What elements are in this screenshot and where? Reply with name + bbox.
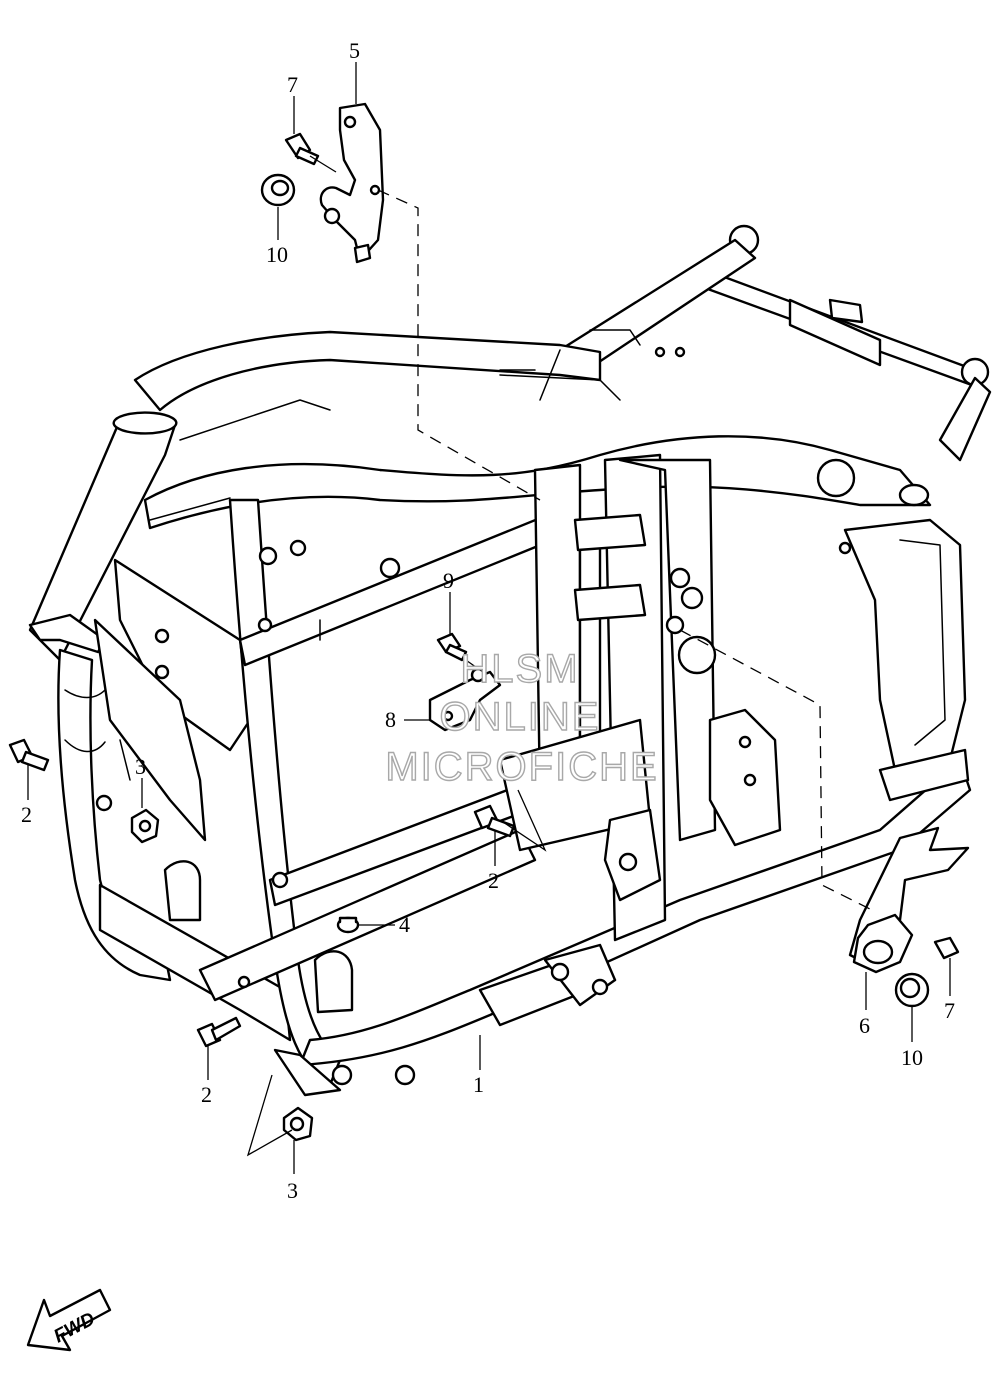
- callout-10-upper: 10: [266, 242, 288, 267]
- callout-3-left: 3: [135, 754, 146, 779]
- bracket-8: [428, 667, 502, 732]
- bolt-7-right: [933, 936, 960, 960]
- nut-3-lower: [282, 1106, 314, 1142]
- callout-4: 4: [399, 912, 410, 937]
- bracket-6: [848, 826, 970, 974]
- plug-4: [336, 916, 360, 934]
- callout-7-upper: 7: [287, 72, 298, 97]
- leader-lines: [27, 62, 951, 1174]
- watermark-line-2: ONLINE: [440, 695, 601, 739]
- nut-10-right: [894, 972, 930, 1008]
- callout-1: 1: [473, 1072, 484, 1097]
- callout-3-lower: 3: [287, 1178, 298, 1203]
- assembly-lines: [377, 189, 873, 911]
- callout-9: 9: [443, 568, 454, 593]
- callout-5: 5: [349, 38, 360, 63]
- bolt-9: [436, 632, 468, 662]
- callout-2-lower: 2: [201, 1082, 212, 1107]
- watermark-line-3: MICROFICHE: [385, 745, 658, 789]
- nut-10-upper: [260, 173, 296, 207]
- callout-6: 6: [859, 1013, 870, 1038]
- watermark: HLSM ONLINE MICROFICHE: [385, 646, 658, 789]
- callouts: 5 7 10 9 8 2 3 2 4 2 1 3 6 7 10: [21, 38, 955, 1203]
- bolt-2-left: [8, 738, 50, 772]
- callout-2-left: 2: [21, 802, 32, 827]
- callout-2-center: 2: [488, 868, 499, 893]
- fwd-arrow-icon: FWD: [26, 1288, 112, 1352]
- callout-7-right: 7: [944, 998, 955, 1023]
- frame-body: [28, 224, 992, 1097]
- callout-8: 8: [385, 707, 396, 732]
- callout-10-right: 10: [901, 1045, 923, 1070]
- bracket-5: [319, 102, 385, 264]
- watermark-line-1: HLSM: [460, 647, 579, 691]
- nut-3-left: [130, 808, 160, 844]
- bolt-2-lower: [196, 1016, 242, 1048]
- bolt-7-upper: [284, 132, 320, 166]
- bolt-2-center: [473, 804, 516, 838]
